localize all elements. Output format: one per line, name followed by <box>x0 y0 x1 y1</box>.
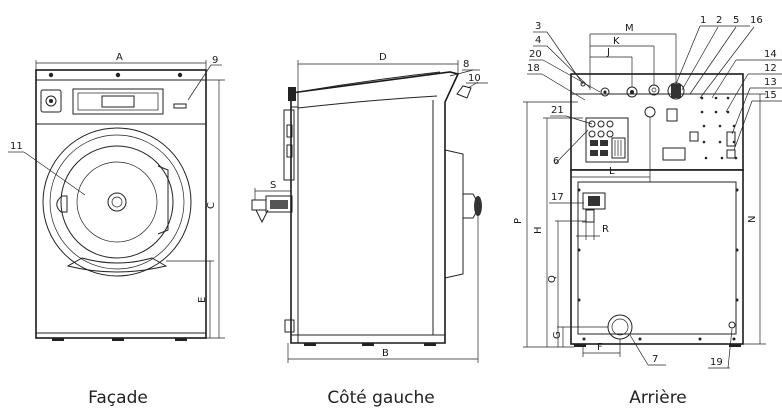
dim-f-label: F <box>597 342 603 353</box>
dim-s-label: S <box>270 180 276 191</box>
dim-k-label: K <box>613 36 620 47</box>
dim-d-label: D <box>379 52 387 63</box>
dim-c-label: C <box>206 202 217 209</box>
callout-21: 21 <box>551 105 564 116</box>
dim-j-label: J <box>606 47 610 58</box>
rear-view: M K J L F G H P Q <box>513 15 782 408</box>
callout-20: 20 <box>529 49 542 60</box>
front-caption: Façade <box>88 388 148 408</box>
callout-3: 3 <box>535 21 541 32</box>
side-caption: Côté gauche <box>327 388 434 408</box>
callout-9: 9 <box>212 55 218 66</box>
door-outer <box>42 127 192 277</box>
callout-17: 17 <box>551 192 564 203</box>
callout-12: 12 <box>764 63 777 74</box>
callout-1: 1 <box>700 15 706 26</box>
side-view: D B S 8 10 Côté gauche <box>251 52 488 408</box>
dim-g-label: G <box>552 331 563 339</box>
dim-l-label: L <box>609 166 615 177</box>
dim-m-label: M <box>625 23 634 34</box>
callout-19: 19 <box>710 357 723 368</box>
dim-p-label: P <box>513 218 524 224</box>
callout-5: 5 <box>733 15 739 26</box>
callout-10: 10 <box>468 73 481 84</box>
dim-a-label: A <box>116 52 123 63</box>
dim-h-label: H <box>533 226 544 234</box>
callout-15: 15 <box>764 90 777 101</box>
callout-7: 7 <box>652 354 658 365</box>
dim-n-label: N <box>747 216 758 223</box>
dim-e-label: E <box>197 297 208 303</box>
callout-13: 13 <box>764 77 777 88</box>
front-view: A C E 9 11 Façade <box>8 52 225 408</box>
callout-8: 8 <box>463 59 469 70</box>
callout-6: 6 <box>553 156 559 167</box>
callout-11: 11 <box>10 141 23 152</box>
display-panel <box>72 88 164 115</box>
callout-2: 2 <box>716 15 722 26</box>
callout-16: 16 <box>750 15 763 26</box>
dim-q-label: Q <box>547 275 558 283</box>
callout-14: 14 <box>764 49 777 60</box>
dim-b-label: B <box>382 348 389 359</box>
dim-r-label: R <box>602 224 609 235</box>
callout-4: 4 <box>535 35 541 46</box>
callout-18: 18 <box>527 63 540 74</box>
rear-caption: Arrière <box>629 388 687 408</box>
coin-slot <box>40 89 62 113</box>
